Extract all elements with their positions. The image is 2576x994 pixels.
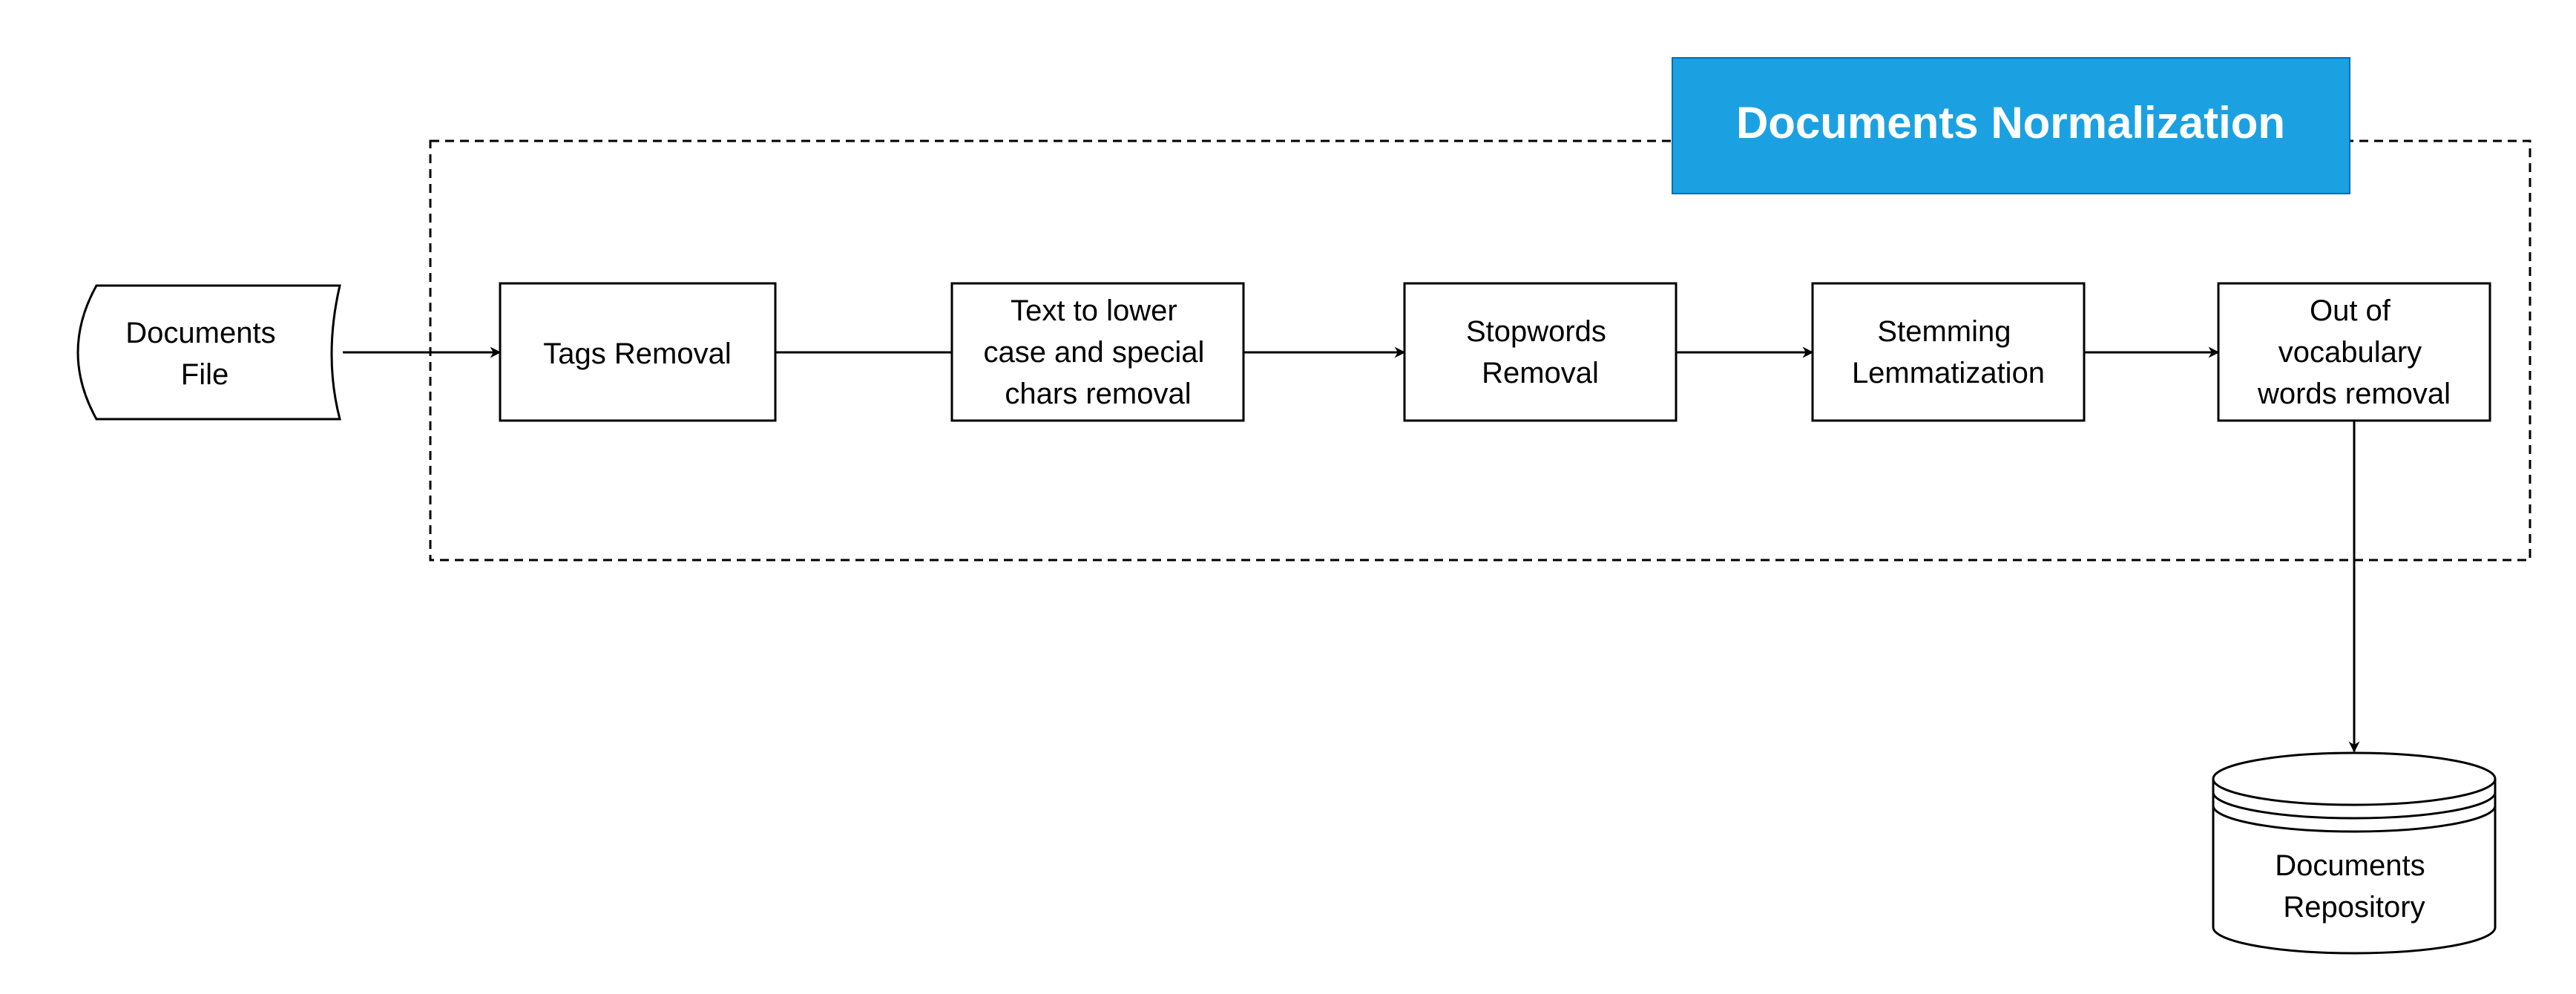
step-stopwords-label: Stopwords Removal [1466, 315, 1614, 389]
documents-file-line: File [181, 358, 229, 391]
step-lowercase-label: Text to lower case and special chars rem… [983, 294, 1212, 410]
step-stemming-label: Stemming Lemmatization [1852, 315, 2045, 389]
step-label-line: Lemmatization [1852, 357, 2045, 389]
normalization-title: Documents Normalization [1736, 98, 2285, 148]
step-label-line: words removal [2257, 378, 2451, 410]
step-stopwords-removal: Stopwords Removal [1403, 282, 1678, 422]
normalization-group-border [429, 139, 2531, 562]
step-label-line: vocabulary [2278, 336, 2422, 369]
documents-file-line: Documents [125, 317, 275, 349]
step-label-line: case and special [983, 336, 1204, 369]
step-label-line: Removal [1482, 357, 1599, 389]
repository-label-line: Repository [2283, 891, 2425, 924]
documents-repository-node: Documents Repository [2212, 751, 2497, 955]
step-label-line: Text to lower [1011, 294, 1177, 327]
documents-file-label: Documents File [125, 317, 283, 391]
step-tags-removal-label: Tags Removal [543, 338, 731, 370]
step-oov-label: Out of vocabulary words removal [2257, 294, 2451, 410]
step-label-line: Out of [2310, 294, 2391, 327]
step-label-line: Tags Removal [543, 338, 731, 370]
step-label-line: Stopwords [1466, 315, 1606, 348]
documents-repository-label: Documents Repository [2275, 849, 2433, 924]
normalization-title-banner: Documents Normalization [1672, 57, 2350, 194]
step-tags-removal: Tags Removal [499, 282, 777, 422]
documents-file-node: Documents File [76, 284, 341, 421]
step-stemming-lemmatization: Stemming Lemmatization [1811, 282, 2086, 422]
step-oov-words-removal: Out of vocabulary words removal [2217, 282, 2491, 422]
repository-label-line: Documents [2275, 849, 2425, 882]
step-lowercase-special-chars: Text to lower case and special chars rem… [950, 282, 1245, 422]
step-label-line: Stemming [1877, 315, 2011, 348]
step-label-line: chars removal [1005, 378, 1191, 410]
